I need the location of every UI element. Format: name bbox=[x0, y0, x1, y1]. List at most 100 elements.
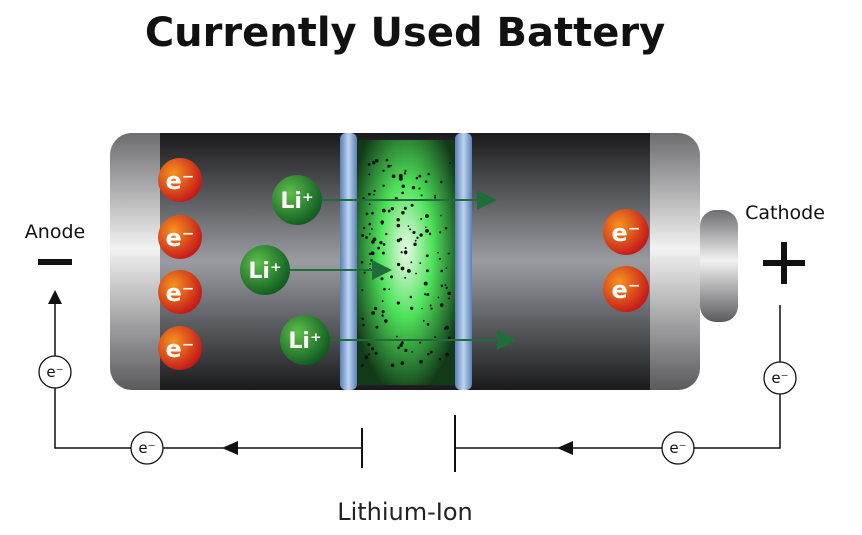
particle bbox=[396, 301, 400, 305]
particle bbox=[371, 311, 376, 315]
particle bbox=[367, 343, 371, 347]
particle bbox=[425, 254, 429, 258]
arrow-left-icon bbox=[222, 441, 238, 455]
particle bbox=[410, 261, 413, 264]
particle bbox=[370, 227, 373, 230]
particle bbox=[433, 196, 437, 199]
particle bbox=[398, 173, 403, 178]
particle bbox=[420, 194, 423, 197]
particle bbox=[404, 247, 407, 250]
svg-text:e⁻: e⁻ bbox=[771, 369, 788, 387]
particle bbox=[403, 206, 407, 210]
particle bbox=[407, 225, 410, 227]
particle bbox=[361, 289, 364, 292]
particle bbox=[370, 251, 375, 256]
page-title: Currently Used Battery bbox=[145, 10, 665, 56]
particle bbox=[404, 169, 407, 173]
particle bbox=[409, 306, 414, 310]
particle bbox=[388, 288, 391, 291]
particle bbox=[415, 272, 417, 275]
particle bbox=[381, 310, 385, 314]
particle bbox=[362, 323, 365, 327]
particle bbox=[411, 186, 416, 190]
particle bbox=[399, 343, 403, 347]
particle bbox=[425, 269, 429, 273]
particle bbox=[419, 359, 423, 364]
particle bbox=[414, 239, 417, 242]
particle bbox=[400, 266, 405, 271]
particle bbox=[396, 217, 400, 222]
particle bbox=[368, 233, 371, 235]
particle bbox=[387, 164, 391, 168]
particle bbox=[372, 160, 376, 165]
particle bbox=[381, 208, 386, 213]
particle bbox=[382, 184, 385, 187]
svg-text:e⁻: e⁻ bbox=[612, 276, 641, 304]
particle bbox=[412, 230, 416, 235]
svg-text:e⁻: e⁻ bbox=[46, 363, 63, 381]
particle bbox=[390, 275, 394, 279]
particle bbox=[367, 353, 371, 356]
particle bbox=[445, 325, 449, 330]
svg-text:e⁻: e⁻ bbox=[166, 167, 195, 195]
particle bbox=[365, 236, 368, 239]
particle bbox=[380, 277, 384, 281]
lithium-ion: Li⁺ bbox=[280, 315, 330, 365]
particle bbox=[426, 292, 430, 296]
particle bbox=[427, 172, 430, 176]
particle bbox=[368, 203, 371, 206]
particle bbox=[387, 209, 391, 213]
particle bbox=[360, 260, 364, 264]
svg-text:Li⁺: Li⁺ bbox=[280, 189, 313, 214]
particle bbox=[364, 355, 369, 360]
svg-text:e⁻: e⁻ bbox=[166, 224, 195, 252]
svg-text:Li⁺: Li⁺ bbox=[248, 259, 281, 284]
particle bbox=[375, 325, 379, 329]
minus-sign bbox=[38, 259, 72, 265]
particle bbox=[404, 348, 408, 352]
particle bbox=[368, 252, 372, 256]
particle bbox=[385, 232, 388, 236]
particle bbox=[445, 267, 448, 269]
particle bbox=[371, 211, 374, 215]
particle bbox=[372, 237, 377, 242]
particle bbox=[370, 259, 373, 262]
plus-sign bbox=[763, 242, 805, 284]
particle bbox=[401, 211, 405, 215]
particle bbox=[374, 351, 378, 355]
particle bbox=[377, 246, 381, 250]
arrow-up-icon bbox=[48, 290, 62, 304]
particle bbox=[360, 363, 364, 368]
particle bbox=[410, 203, 414, 207]
particle bbox=[369, 263, 371, 265]
particle bbox=[418, 174, 422, 178]
particle bbox=[381, 314, 384, 317]
particle bbox=[437, 251, 439, 254]
particle bbox=[367, 162, 371, 166]
particle bbox=[447, 291, 451, 296]
particle bbox=[380, 222, 384, 225]
svg-text:Li⁺: Li⁺ bbox=[288, 329, 321, 354]
particle bbox=[419, 341, 422, 344]
particle bbox=[424, 180, 428, 184]
particle bbox=[423, 281, 428, 286]
anode-label: Anode bbox=[25, 221, 85, 243]
particle bbox=[438, 257, 441, 260]
particle bbox=[395, 335, 398, 338]
circuit-electron: e⁻ bbox=[130, 431, 164, 465]
particle bbox=[422, 319, 425, 322]
particle bbox=[444, 226, 448, 230]
circuit-electron: e⁻ bbox=[38, 355, 72, 389]
separator-left bbox=[340, 133, 357, 390]
circuit-electron: e⁻ bbox=[661, 431, 695, 465]
particle bbox=[448, 297, 451, 300]
particle bbox=[362, 226, 366, 230]
particle bbox=[400, 251, 403, 254]
particle bbox=[365, 212, 369, 216]
lithium-ion: Li⁺ bbox=[272, 175, 322, 225]
particle bbox=[368, 192, 371, 196]
particle bbox=[370, 347, 375, 351]
particle bbox=[403, 172, 407, 175]
particle bbox=[449, 162, 451, 164]
